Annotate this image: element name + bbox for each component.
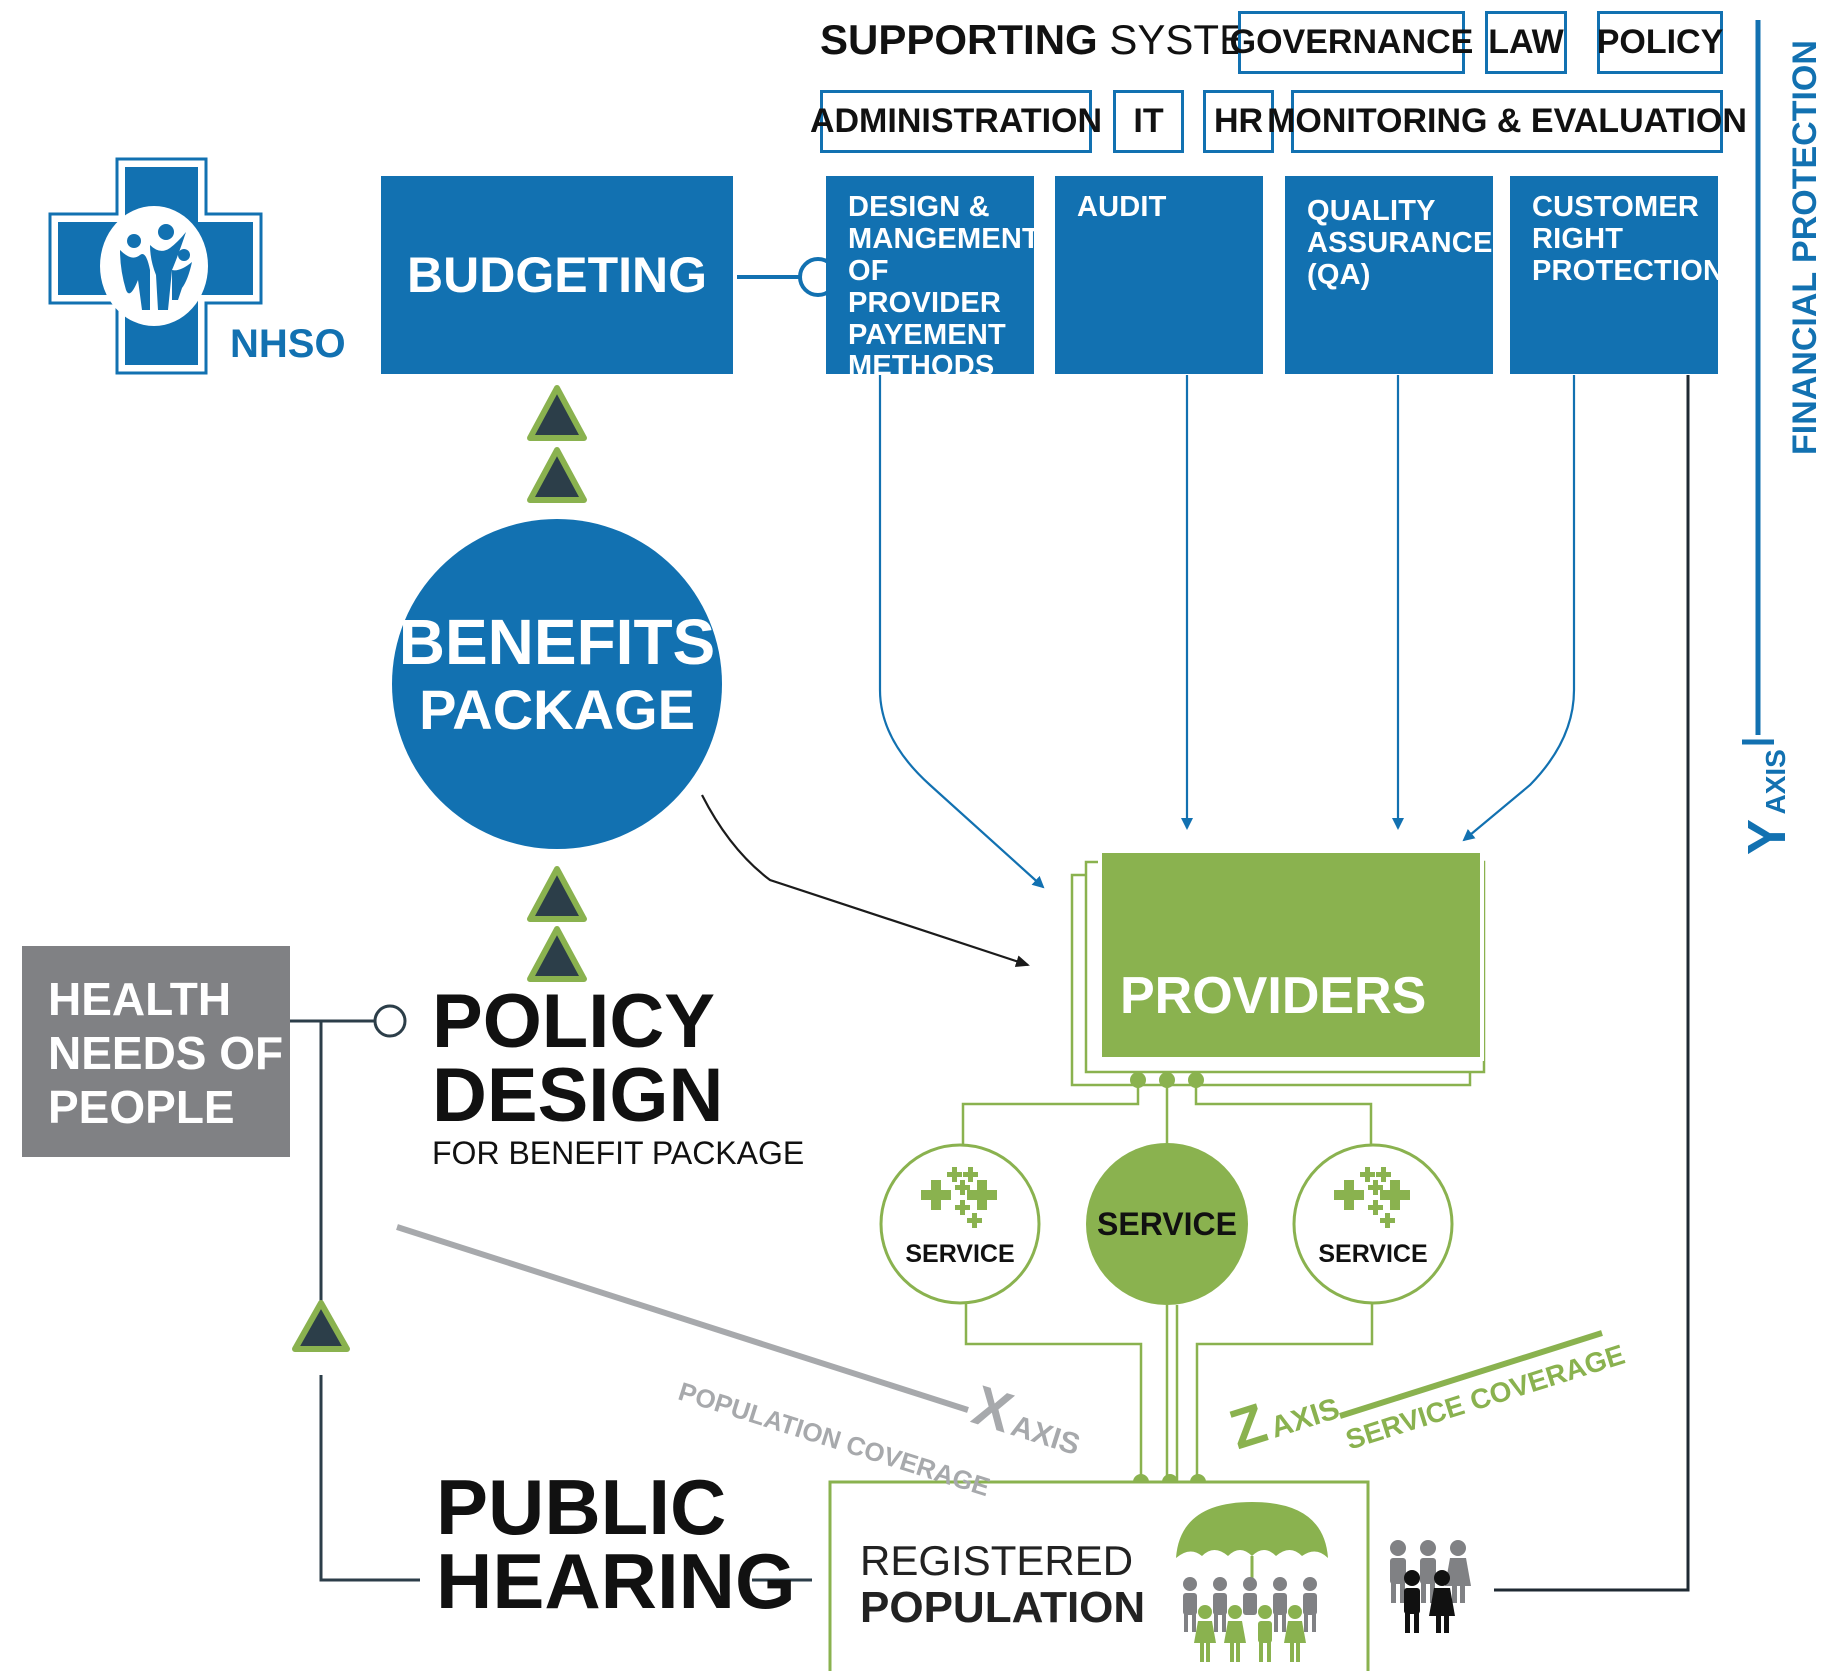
function-line: MANGEMENT xyxy=(848,222,1040,255)
customer-right-protection-box: CUSTOMER RIGHT PROTECTION xyxy=(1510,176,1725,374)
policy-design-line2: DESIGN xyxy=(432,1053,724,1138)
line-protection-to-people xyxy=(1494,375,1690,1592)
policy-design-subtitle: FOR BENEFIT PACKAGE xyxy=(432,1135,805,1171)
arrow-design-to-providers xyxy=(878,375,1045,889)
function-line: (QA) xyxy=(1307,258,1371,291)
policy-design-label: POLICY DESIGN FOR BENEFIT PACKAGE xyxy=(432,979,805,1173)
registered-population-label: REGISTERED POPULATION xyxy=(860,1538,1145,1632)
plus-cluster-icon xyxy=(1334,1167,1410,1228)
it-box: IT xyxy=(1113,90,1184,153)
benefits-circle xyxy=(392,519,722,849)
service-circle-left xyxy=(879,1143,1041,1305)
function-line: OF PROVIDER xyxy=(848,254,1002,319)
supporting-heading-bold: SUPPORTING xyxy=(820,16,1098,63)
service-population-connectors xyxy=(964,1303,1374,1482)
service-circle-right xyxy=(1292,1143,1454,1305)
law-box: LAW xyxy=(1485,11,1567,74)
design-payment-methods-box: DESIGN & MANGEMENT OF PROVIDER PAYEMENT … xyxy=(826,176,1040,382)
arrow-benefits-to-providers xyxy=(701,794,1030,967)
policy-design-line1: POLICY xyxy=(432,979,715,1064)
hearing-feedback-line-lower xyxy=(319,1375,420,1582)
function-line: METHODS xyxy=(848,350,995,383)
function-line: AUDIT xyxy=(1077,191,1167,223)
population-people-icon xyxy=(1183,1577,1317,1662)
function-line: PROTECTION xyxy=(1532,254,1725,287)
z-axis-line xyxy=(1339,1330,1603,1419)
governance-box: GOVERNANCE xyxy=(1230,11,1473,74)
health-needs-line: HEALTH xyxy=(48,973,232,1025)
health-needs-box: HEALTH NEEDS OF PEOPLE xyxy=(22,946,290,1157)
benefits-line2: PACKAGE xyxy=(419,678,695,741)
service-label-right: SERVICE xyxy=(1318,1240,1428,1268)
plus-cluster-icon xyxy=(921,1167,997,1228)
providers-label: PROVIDERS xyxy=(1120,967,1427,1025)
benefits-line1: BENEFITS xyxy=(398,606,716,678)
health-needs-line: NEEDS OF xyxy=(48,1027,284,1079)
public-hearing-label: PUBLIC HEARING xyxy=(436,1463,796,1625)
arrow-rights-to-providers xyxy=(1462,375,1576,842)
public-hearing-line2: HEARING xyxy=(436,1537,796,1625)
family-people-icon xyxy=(1390,1540,1471,1633)
public-hearing-line1: PUBLIC xyxy=(436,1463,727,1551)
x-axis-line xyxy=(396,1224,969,1413)
y-axis-description: FINANCIAL PROTECTION xyxy=(1786,40,1824,455)
y-axis-letter: Y xyxy=(1737,818,1797,855)
benefits-package-label: BENEFITS PACKAGE xyxy=(392,606,722,742)
quality-assurance-box: QUALITY ASSURANCE (QA) xyxy=(1285,176,1493,374)
provider-dots xyxy=(1130,1072,1204,1088)
y-axis-label: Y AXIS xyxy=(1736,749,1798,855)
health-needs-line: PEOPLE xyxy=(48,1081,235,1133)
monitoring-evaluation-box: MONITORING & EVALUATION xyxy=(1267,90,1747,153)
up-triangles-benefits xyxy=(527,866,587,982)
function-line: ASSURANCE xyxy=(1307,226,1493,259)
budgeting-box: BUDGETING xyxy=(381,176,733,374)
function-line: RIGHT xyxy=(1532,222,1624,255)
y-axis-word: AXIS xyxy=(1760,749,1791,815)
nhso-logo-cross xyxy=(48,157,263,375)
up-triangles-budget xyxy=(527,385,587,503)
audit-box: AUDIT xyxy=(1055,176,1263,374)
function-line: CUSTOMER xyxy=(1532,191,1700,223)
policy-box: POLICY xyxy=(1597,11,1723,74)
nhso-logo-text: NHSO xyxy=(230,322,346,366)
registered-line1: REGISTERED xyxy=(860,1537,1134,1584)
providers-stack xyxy=(1070,849,1486,1087)
function-line: DESIGN & xyxy=(848,191,990,223)
function-line: QUALITY xyxy=(1307,195,1436,227)
provider-service-connectors xyxy=(961,1080,1373,1145)
hr-box: HR xyxy=(1203,90,1274,153)
registered-line2: POPULATION xyxy=(860,1583,1146,1632)
administration-box: ADMINISTRATION xyxy=(810,90,1102,153)
up-triangle-hearing xyxy=(292,1300,350,1352)
service-circle-center xyxy=(1086,1143,1248,1305)
function-line: PAYEMENT xyxy=(848,318,1006,351)
policy-connector-node xyxy=(373,1004,407,1038)
service-label-left: SERVICE xyxy=(905,1240,1015,1268)
service-label-center: SERVICE xyxy=(1097,1206,1237,1242)
